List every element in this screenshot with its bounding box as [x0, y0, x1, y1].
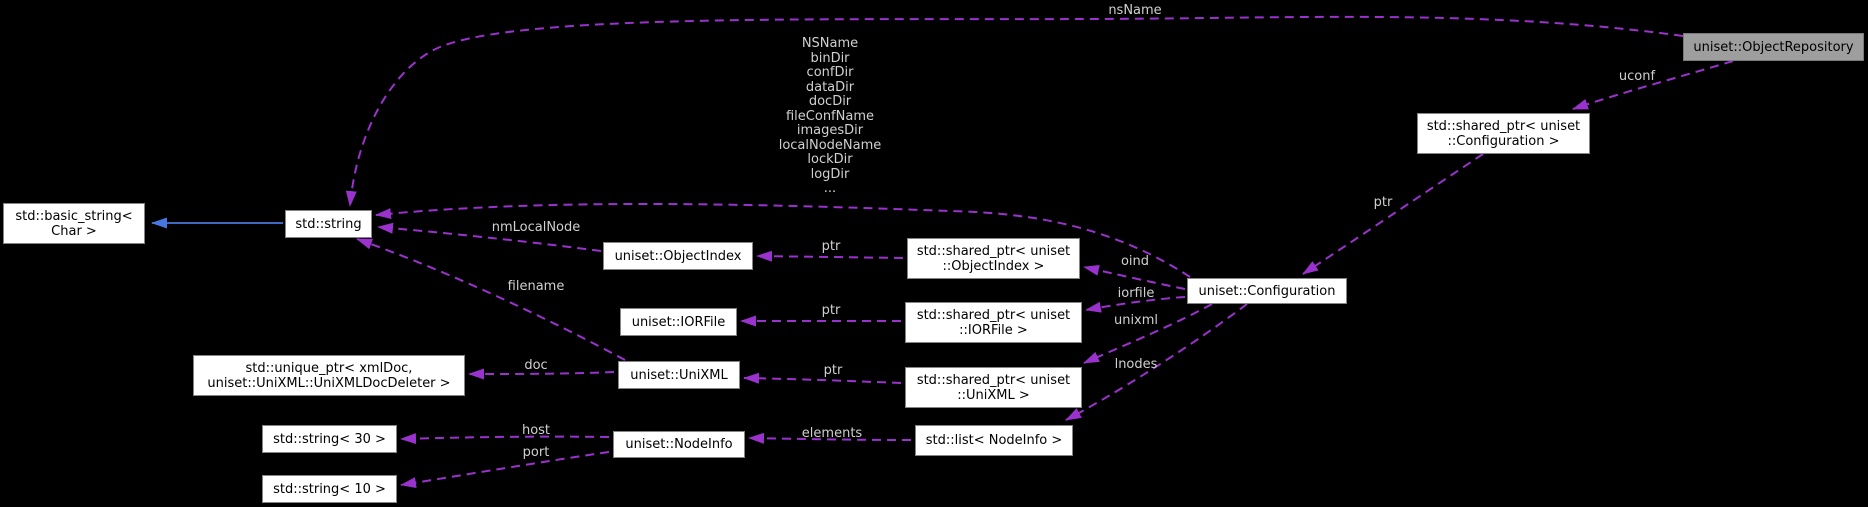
node-shared-ptr-unixml[interactable]: std::shared_ptr< uniset ::UniXML >	[905, 367, 1082, 408]
edge-iorfile	[1085, 296, 1186, 313]
edge-label-oind: oind	[1120, 254, 1150, 269]
edge-lnodes	[1065, 303, 1248, 421]
edge-filename	[356, 238, 626, 361]
edge-doc	[468, 368, 615, 380]
node-shared-ptr-configuration[interactable]: std::shared_ptr< uniset ::Configuration …	[1417, 113, 1590, 154]
edge-ptr-objectindex	[756, 250, 904, 262]
node-string-30[interactable]: std::string< 30 >	[262, 425, 397, 453]
edge-label-config-strings: NSName binDir confDir dataDir docDir fil…	[778, 36, 882, 196]
edge-label-ptr-configuration: ptr	[1373, 195, 1393, 210]
node-basic-string[interactable]: std::basic_string< Char >	[3, 203, 145, 244]
edge-label-lnodes: lnodes	[1114, 357, 1158, 372]
edge-label-ptr-unixml: ptr	[823, 363, 843, 378]
node-object-repository[interactable]: uniset::ObjectRepository	[1683, 33, 1864, 61]
edge-oind	[1083, 264, 1186, 290]
node-object-index[interactable]: uniset::ObjectIndex	[603, 242, 753, 270]
edge-label-doc: doc	[524, 358, 548, 373]
edge-label-elements: elements	[801, 426, 863, 441]
edge-config-strings	[375, 203, 1191, 278]
node-configuration[interactable]: uniset::Configuration	[1187, 278, 1347, 304]
node-unixml[interactable]: uniset::UniXML	[618, 361, 740, 389]
node-string[interactable]: std::string	[285, 210, 372, 238]
edge-host	[400, 433, 610, 445]
edge-label-port: port	[522, 445, 550, 460]
node-unique-ptr-xmldoc[interactable]: std::unique_ptr< xmlDoc, uniset::UniXML:…	[193, 355, 465, 396]
edge-label-uconf: uconf	[1618, 69, 1656, 84]
node-shared-ptr-ior-file[interactable]: std::shared_ptr< uniset ::IORFile >	[905, 302, 1082, 343]
node-string-10[interactable]: std::string< 10 >	[262, 475, 397, 503]
edge-label-nmlocalnode: nmLocalNode	[491, 220, 581, 235]
edge-ptr-unixml	[743, 372, 902, 384]
edge-elements	[748, 432, 912, 444]
edge-label-ptr-iorfile: ptr	[821, 303, 841, 318]
edge-port	[400, 451, 610, 489]
node-node-info[interactable]: uniset::NodeInfo	[613, 431, 745, 458]
node-ior-file[interactable]: uniset::IORFile	[620, 308, 737, 336]
node-list-node-info[interactable]: std::list< NodeInfo >	[915, 425, 1073, 456]
edge-uconf	[1572, 60, 1734, 110]
edge-label-iorfile: iorfile	[1117, 286, 1155, 301]
node-shared-ptr-object-index[interactable]: std::shared_ptr< uniset ::ObjectIndex >	[907, 238, 1080, 279]
edge-nmlocalnode	[377, 222, 602, 252]
edge-label-unixml: unixml	[1113, 313, 1159, 328]
edge-label-host: host	[521, 423, 551, 438]
edge-ptr-configuration	[1302, 153, 1484, 275]
edge-nsname	[345, 15, 1684, 207]
edge-unixml	[1083, 303, 1213, 364]
edge-label-ptr-objectindex: ptr	[821, 239, 841, 254]
edge-label-filename: filename	[507, 279, 565, 294]
edge-label-nsname: nsName	[1108, 3, 1162, 18]
